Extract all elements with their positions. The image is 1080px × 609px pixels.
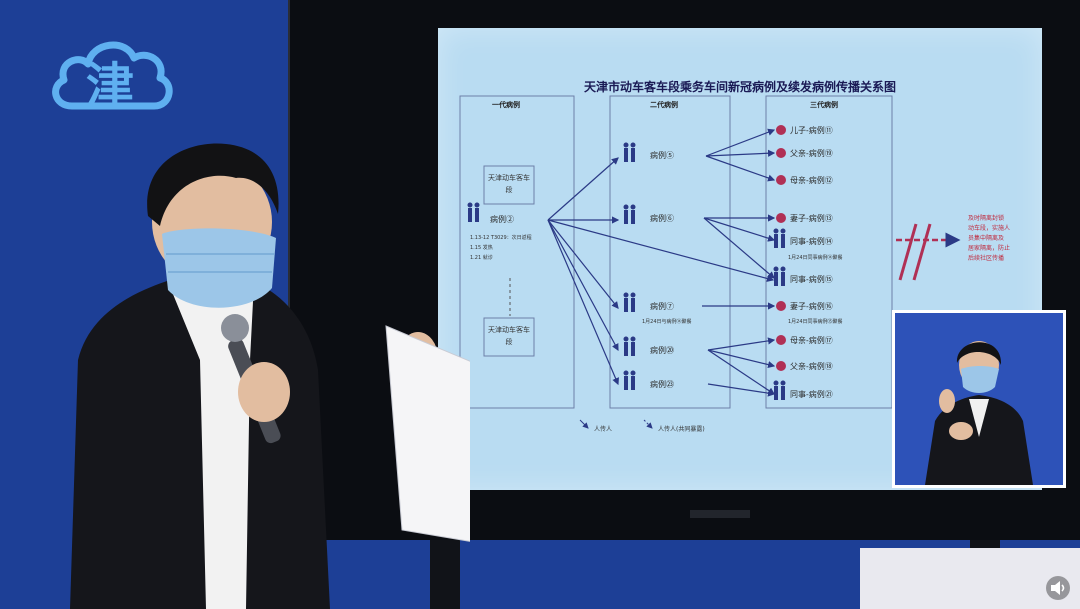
generation-1-frame <box>459 95 575 409</box>
gen2-to-gen3-arrows <box>702 128 776 397</box>
monitor-stand-left <box>430 540 460 609</box>
monitor-brand-strip <box>690 510 750 518</box>
gen3-note-1: 1月24日同事病例⑭聚餐 <box>788 255 843 261</box>
generation-3-frame <box>765 95 893 409</box>
speaker-icon[interactable] <box>1046 576 1070 600</box>
source-box-label-top: 天津动车客车段 <box>488 174 530 194</box>
gen3-case-8: 母亲-病例⑰ <box>790 336 833 345</box>
desk-surface <box>860 548 1080 609</box>
containment-line-4: 居家隔离，防止 <box>968 245 1011 252</box>
logo-character: 津 <box>86 58 134 114</box>
gen1-to-gen2-arrows <box>547 157 775 386</box>
legend-solid-label: 人传人 <box>594 426 613 433</box>
gen2-case-3: 病例⑦ <box>650 302 674 311</box>
person-icons <box>467 142 786 400</box>
gen3-case-3: 母亲-病例⑫ <box>790 176 833 185</box>
family-member-icons <box>776 125 786 371</box>
containment-note: 及时隔离封锁 动车段，实施人 员集中隔离及 居家隔离，防止 后续社区传播 <box>968 214 1020 264</box>
column-head-gen2: 二代病例 <box>650 101 678 109</box>
gen3-case-4: 妻子-病例⑬ <box>790 214 833 223</box>
legend-arrow-solid <box>579 419 589 429</box>
column-head-gen3: 三代病例 <box>810 101 838 109</box>
gen2-note: 1月24日与病例⑭聚餐 <box>642 319 692 325</box>
sign-language-inset <box>892 310 1066 488</box>
containment-line-3: 员集中隔离及 <box>968 235 1005 242</box>
containment-line-1: 及时隔离封锁 <box>968 215 1005 222</box>
containment-line-5: 后续社区传播 <box>968 255 1005 262</box>
case-2-label: 病例② <box>490 215 514 224</box>
gen3-note-2: 1月24日同事病例⑮聚餐 <box>788 319 843 325</box>
legend-arrow-dashed <box>643 419 653 429</box>
case-2-note-3: 1.21 就诊 <box>470 255 493 261</box>
case-2-note-1: 1.13-12 T3029：次日返程 <box>470 235 532 241</box>
gen2-case-1: 病例⑤ <box>650 151 674 160</box>
gen3-case-1: 儿子-病例⑪ <box>790 126 833 135</box>
gen2-case-4: 病例⑳ <box>650 346 674 355</box>
transmission-diagram <box>459 95 961 429</box>
gen3-case-2: 父亲-病例⑲ <box>790 149 833 158</box>
presenter-figure <box>70 143 470 609</box>
generation-2-frame <box>609 95 731 409</box>
source-box-bottom <box>483 317 535 357</box>
gen3-case-5: 同事-病例⑭ <box>790 237 833 246</box>
case-2-note-2: 1.15 发热 <box>470 245 493 251</box>
slide-title: 天津市动车客车段乘务车间新冠病例及续发病例传播关系图 <box>583 80 896 94</box>
legend-dashed-label: 人传人(共同暴露) <box>658 426 705 433</box>
gen3-case-10: 同事-病例㉑ <box>790 390 833 399</box>
gen3-case-6: 同事-病例⑮ <box>790 275 833 284</box>
gen2-case-2: 病例⑥ <box>650 214 674 223</box>
column-head-gen1: 一代病例 <box>492 101 520 109</box>
gen3-case-7: 妻子-病例⑯ <box>790 302 833 311</box>
gen3-case-9: 父亲-病例⑱ <box>790 362 833 371</box>
source-box-top <box>483 165 535 205</box>
gen2-case-5: 病例㉓ <box>650 380 674 389</box>
interpreter-icon <box>925 341 1033 485</box>
containment-line-2: 动车段，实施人 <box>968 225 1011 232</box>
tianjin-logo-icon: 津 <box>52 41 173 114</box>
barrier-mark <box>896 223 961 281</box>
source-box-label-bottom: 天津动车客车段 <box>488 326 530 346</box>
